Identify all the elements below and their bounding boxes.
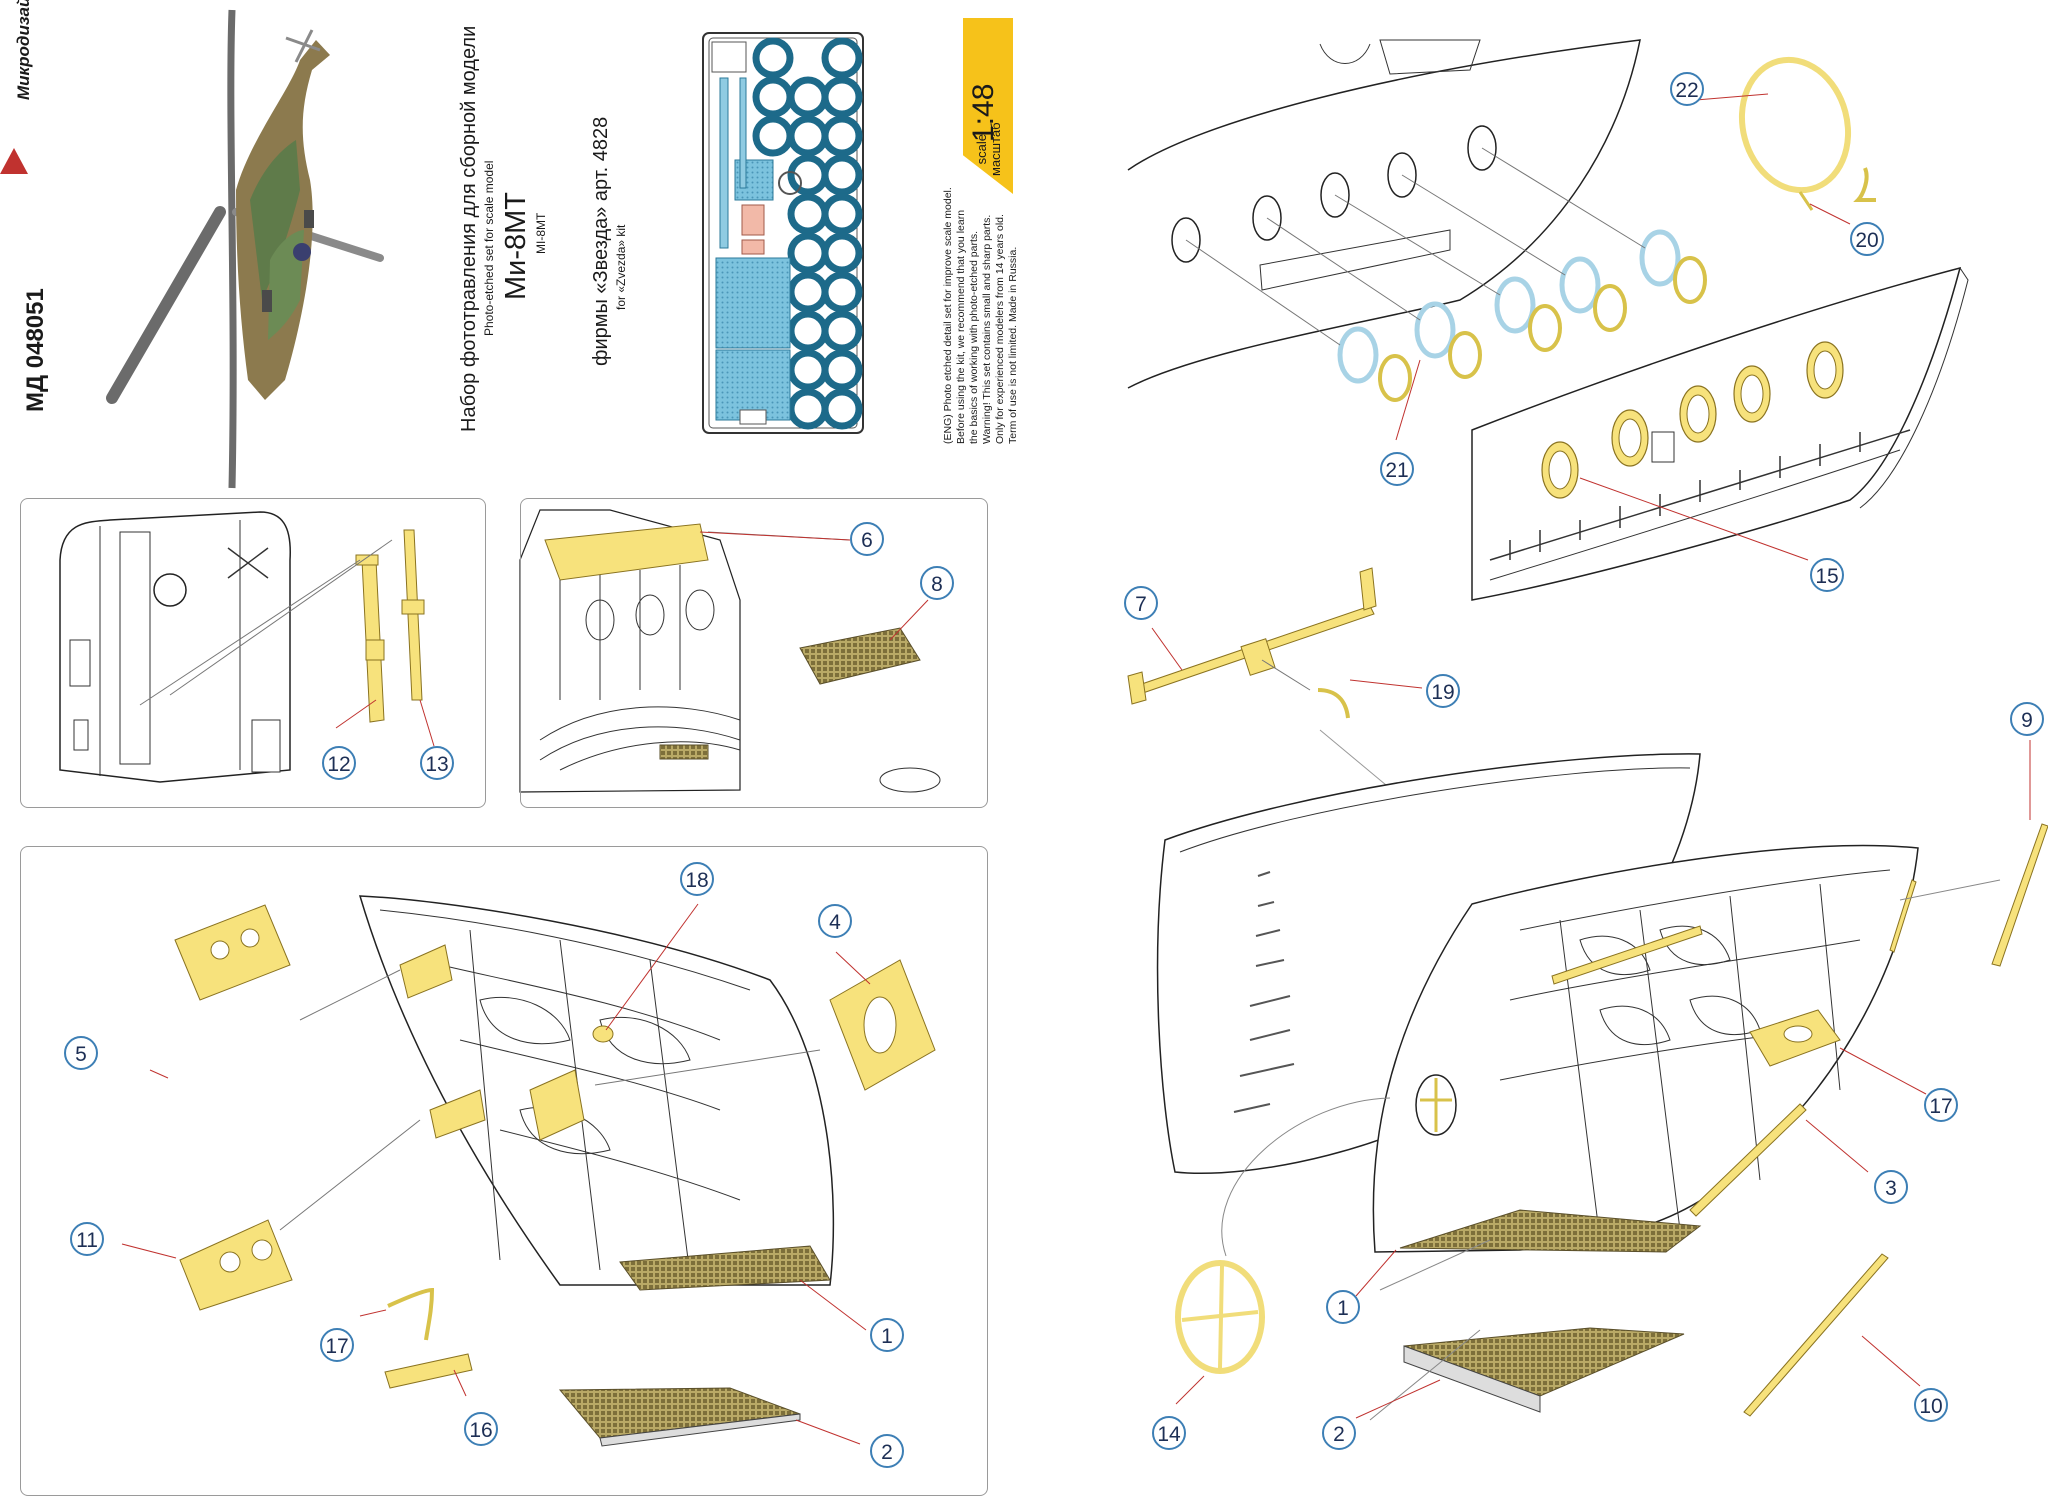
callout-17a: 17 [320,1328,354,1362]
fuselage-top-drawing [1127,39,1876,402]
callout-18: 18 [680,862,714,896]
leader-lines [121,93,2031,1445]
callout-15: 15 [1810,558,1844,592]
callout-4: 4 [818,904,852,938]
kit-en: for «Zvezda» kit [614,224,628,310]
callout-13: 13 [420,746,454,780]
panel-b-drawing [519,509,941,793]
callout-19: 19 [1426,674,1460,708]
brand-logo-text: Микродизайн [14,0,33,100]
part-7-19-drawing [1127,567,1561,931]
panel-c-frame [20,846,988,1496]
title-en: Photo-etched set for scale model [482,160,496,336]
panel-c-drawing [174,895,936,1447]
callout-2b: 2 [1322,1416,1356,1450]
callout-14: 14 [1152,1416,1186,1450]
callout-1b: 1 [1326,1290,1360,1324]
callout-7: 7 [1124,586,1158,620]
title-ru: Набор фототравления для сборной модели [458,25,480,432]
callout-1a: 1 [870,1318,904,1352]
side-panel-drawing [1471,266,1969,601]
model-en: MI-8MT [534,212,548,254]
kit-code: МД 048051 [22,288,49,412]
callout-22: 22 [1670,72,1704,106]
helicopter-illustration [106,9,384,489]
panel-a-frame [20,498,486,808]
callout-11: 11 [70,1222,104,1256]
photo-etched-fret [702,32,864,434]
callout-21: 21 [1380,452,1414,486]
model-ru: Ми-8МТ [500,191,532,300]
kit-ru: фирмы «Звезда» арт. 4828 [590,116,612,366]
callout-10: 10 [1914,1388,1948,1422]
notice-text: (ENG) Photo etched detail set for improv… [942,187,1019,444]
callout-2a: 2 [870,1434,904,1468]
callout-5: 5 [64,1036,98,1070]
panel-a-drawing [59,511,425,783]
cockpit-nose-drawing [1156,753,2048,1421]
brand-logo-icon [0,148,28,174]
callout-16: 16 [464,1412,498,1446]
panel-b-frame [520,498,988,808]
callout-12: 12 [322,746,356,780]
callout-20: 20 [1850,222,1884,256]
callout-3: 3 [1874,1170,1908,1204]
callout-9: 9 [2010,702,2044,736]
callout-6: 6 [850,522,884,556]
callout-17b: 17 [1924,1088,1958,1122]
callout-8: 8 [920,566,954,600]
